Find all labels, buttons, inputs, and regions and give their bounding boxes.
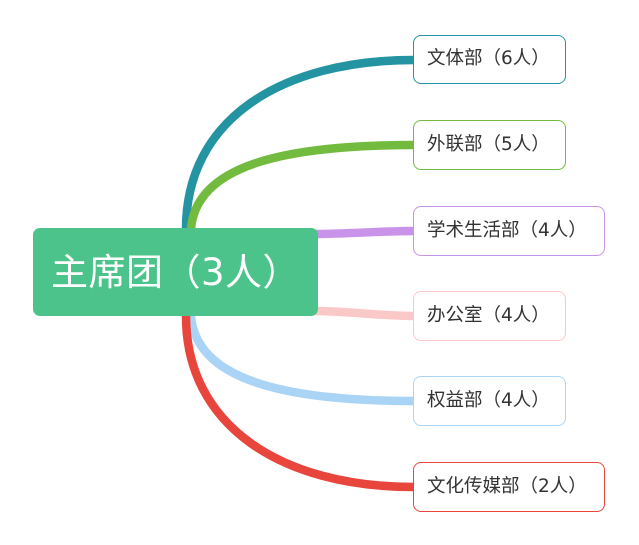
connector-wenhuachuanmeibu	[181, 311, 419, 492]
branch-node-label: 文化传媒部（2人）	[427, 475, 587, 497]
root-node-label: 主席团（3人）	[50, 250, 301, 294]
branch-node-quanyibu[interactable]: 权益部（4人）	[413, 376, 566, 426]
branch-node-wenhuachuanmeibu[interactable]: 文化传媒部（2人）	[413, 462, 605, 512]
root-node[interactable]: 主席团（3人）	[33, 228, 318, 316]
connector-wentibu	[181, 55, 419, 234]
branch-node-label: 办公室（4人）	[427, 304, 550, 326]
branch-node-bangongshi[interactable]: 办公室（4人）	[413, 291, 566, 341]
branch-node-label: 文体部（6人）	[427, 48, 550, 70]
connector-wailianbu	[186, 140, 419, 234]
connector-bangongshi	[307, 306, 419, 321]
branch-node-label: 学术生活部（4人）	[427, 219, 587, 241]
branch-node-xueshushenghuobu[interactable]: 学术生活部（4人）	[413, 206, 605, 256]
connector-quanyibu	[186, 311, 419, 406]
branch-node-label: 权益部（4人）	[427, 389, 550, 411]
branch-node-label: 外联部（5人）	[427, 133, 550, 155]
connector-xueshushenghuobu	[307, 226, 419, 239]
branch-node-wailianbu[interactable]: 外联部（5人）	[413, 120, 566, 170]
branch-node-wentibu[interactable]: 文体部（6人）	[413, 35, 566, 84]
